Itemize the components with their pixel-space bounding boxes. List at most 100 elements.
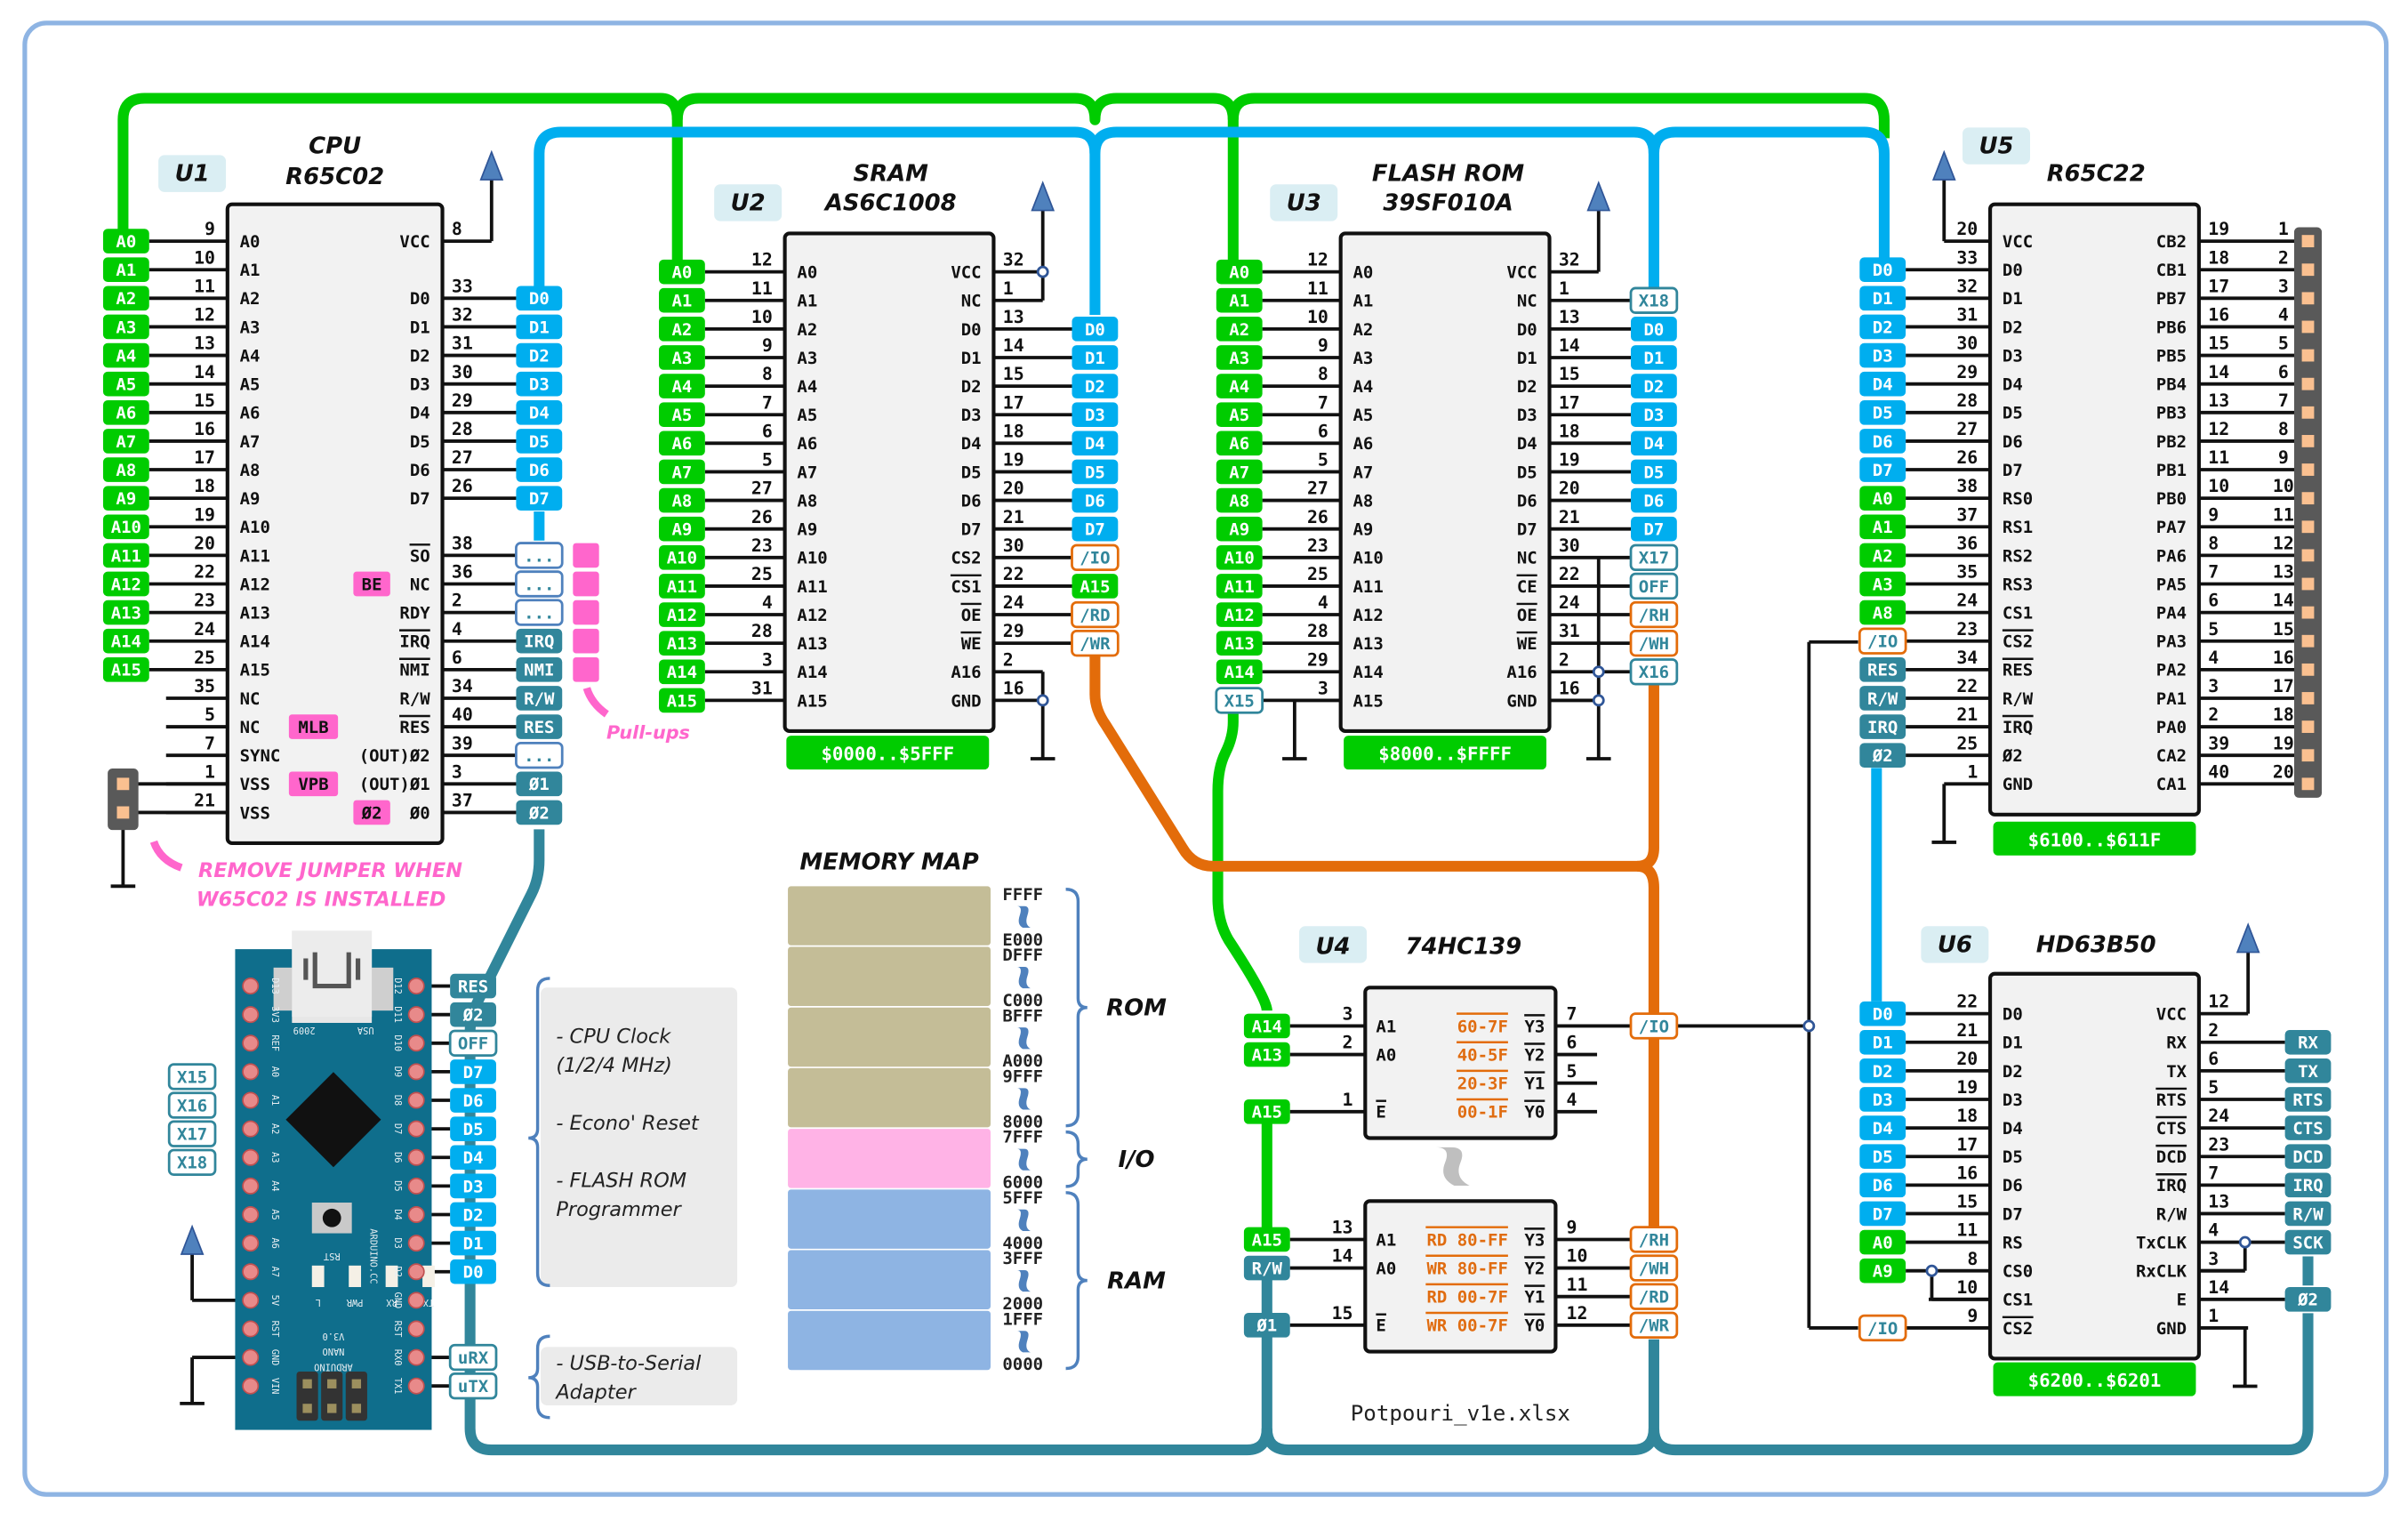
net-label-a13[interactable]: A13 (659, 631, 705, 656)
net-label-d3[interactable]: D3 (1072, 402, 1119, 428)
net-label-a10[interactable]: A10 (1216, 544, 1263, 570)
net-label-d0[interactable]: D0 (1072, 317, 1119, 342)
net-label-res[interactable]: RES (450, 973, 496, 999)
net-label-a13[interactable]: A13 (1243, 1042, 1290, 1067)
net-label-d0[interactable]: D0 (450, 1259, 496, 1284)
net-label-rw[interactable]: R/W (516, 686, 563, 711)
net-label-off[interactable]: OFF (1629, 572, 1679, 600)
net-label-a0[interactable]: A0 (659, 259, 705, 285)
net-label-d4[interactable]: D4 (1072, 431, 1119, 456)
net-label-[interactable]: ... (515, 599, 564, 626)
net-label-dcd[interactable]: DCD (2284, 1144, 2332, 1170)
net-label-rd[interactable]: /RD (1071, 600, 1120, 629)
net-label-d7[interactable]: D7 (1859, 1201, 1906, 1227)
net-label-d6[interactable]: D6 (450, 1088, 496, 1113)
net-label-d5[interactable]: D5 (1859, 399, 1906, 425)
net-label-d6[interactable]: D6 (1859, 429, 1906, 454)
net-label-d3[interactable]: D3 (1859, 1087, 1906, 1112)
net-label-d5[interactable]: D5 (1631, 459, 1677, 485)
net-label-d4[interactable]: D4 (450, 1145, 496, 1171)
net-label-rw[interactable]: R/W (1859, 686, 1906, 711)
net-label-a2[interactable]: A2 (1859, 543, 1906, 568)
net-label-d2[interactable]: D2 (516, 342, 563, 368)
net-label-a3[interactable]: A3 (659, 345, 705, 370)
net-label-utx[interactable]: uTX (448, 1372, 498, 1400)
net-label-a13[interactable]: A13 (102, 600, 149, 625)
net-label-d4[interactable]: D4 (1859, 1115, 1906, 1140)
net-label-x16[interactable]: X16 (1629, 658, 1679, 686)
net-label-x15[interactable]: X15 (1215, 687, 1264, 714)
net-label-a10[interactable]: A10 (102, 514, 149, 540)
net-label-x17[interactable]: X17 (1629, 543, 1679, 571)
net-label-d0[interactable]: D0 (516, 286, 563, 311)
jumper-icon[interactable] (108, 769, 139, 831)
net-label-nmi[interactable]: NMI (516, 657, 563, 682)
net-label-2[interactable]: Ø2 (516, 800, 563, 825)
net-label-rh[interactable]: /RH (1629, 1226, 1679, 1253)
net-label-a5[interactable]: A5 (1216, 402, 1263, 428)
net-label-2[interactable]: Ø2 (2284, 1286, 2332, 1312)
net-label-d6[interactable]: D6 (516, 457, 563, 482)
net-label-a8[interactable]: A8 (659, 487, 705, 513)
net-label-d2[interactable]: D2 (1631, 374, 1677, 398)
net-label-a4[interactable]: A4 (1216, 374, 1263, 398)
net-label-a3[interactable]: A3 (1859, 571, 1906, 597)
net-label-d0[interactable]: D0 (1859, 257, 1906, 283)
net-label-rd[interactable]: /RD (1629, 1283, 1679, 1310)
pin-header-icon[interactable] (2293, 227, 2323, 798)
net-label-rw[interactable]: R/W (1243, 1255, 1290, 1281)
net-label-a11[interactable]: A11 (659, 574, 705, 599)
net-label-2[interactable]: Ø2 (450, 1002, 496, 1027)
net-label-x17[interactable]: X17 (167, 1120, 217, 1147)
net-label-a15[interactable]: A15 (1243, 1227, 1290, 1252)
net-label-d6[interactable]: D6 (1631, 487, 1677, 513)
net-label-a13[interactable]: A13 (1216, 631, 1263, 656)
net-label-irq[interactable]: IRQ (516, 628, 563, 654)
net-label-d2[interactable]: D2 (1859, 314, 1906, 340)
net-label-wr[interactable]: /WR (1629, 1311, 1679, 1340)
net-label-d1[interactable]: D1 (1072, 345, 1119, 370)
net-label-1[interactable]: Ø1 (1243, 1313, 1290, 1338)
net-label-a15[interactable]: A15 (1243, 1098, 1290, 1124)
net-label-a0[interactable]: A0 (1859, 486, 1906, 511)
net-label-d3[interactable]: D3 (450, 1173, 496, 1199)
net-label-a9[interactable]: A9 (659, 516, 705, 542)
net-label-a1[interactable]: A1 (102, 257, 149, 283)
net-label-io[interactable]: /IO (1629, 1012, 1679, 1040)
net-label-irq[interactable]: IRQ (2284, 1172, 2332, 1198)
net-label-rts[interactable]: RTS (2284, 1087, 2332, 1112)
net-label-a9[interactable]: A9 (1216, 516, 1263, 542)
net-label-d7[interactable]: D7 (1631, 516, 1677, 542)
net-label-a14[interactable]: A14 (1243, 1013, 1290, 1039)
net-label-d5[interactable]: D5 (1859, 1144, 1906, 1170)
net-label-a7[interactable]: A7 (102, 429, 149, 454)
net-label-d4[interactable]: D4 (516, 399, 563, 425)
net-label-a15[interactable]: A15 (659, 688, 705, 713)
net-label-a1[interactable]: A1 (1216, 287, 1263, 313)
net-label-a12[interactable]: A12 (659, 602, 705, 627)
net-label-a4[interactable]: A4 (659, 374, 705, 398)
net-label-a6[interactable]: A6 (659, 431, 705, 456)
net-label-d0[interactable]: D0 (1631, 317, 1677, 342)
net-label-a11[interactable]: A11 (1216, 574, 1263, 599)
net-label-a8[interactable]: A8 (1859, 600, 1906, 625)
net-label-a1[interactable]: A1 (659, 287, 705, 313)
net-label-d6[interactable]: D6 (1072, 487, 1119, 513)
net-label-2[interactable]: Ø2 (1859, 743, 1906, 769)
net-label-d4[interactable]: D4 (1859, 371, 1906, 397)
net-label-a11[interactable]: A11 (102, 543, 149, 568)
net-label-d0[interactable]: D0 (1859, 1001, 1906, 1026)
net-label-a15[interactable]: A15 (1072, 574, 1119, 599)
net-label-wh[interactable]: /WH (1629, 629, 1679, 657)
net-label-a12[interactable]: A12 (102, 571, 149, 597)
net-label-a2[interactable]: A2 (1216, 317, 1263, 342)
net-label-a14[interactable]: A14 (659, 659, 705, 685)
net-label-io[interactable]: /IO (1858, 1314, 1907, 1342)
net-label-cts[interactable]: CTS (2284, 1115, 2332, 1140)
net-label-d5[interactable]: D5 (516, 429, 563, 454)
net-label-d1[interactable]: D1 (516, 314, 563, 340)
net-label-d6[interactable]: D6 (1859, 1172, 1906, 1198)
net-label-d1[interactable]: D1 (1859, 286, 1906, 311)
net-label-x16[interactable]: X16 (167, 1091, 217, 1119)
net-label-a2[interactable]: A2 (659, 317, 705, 342)
